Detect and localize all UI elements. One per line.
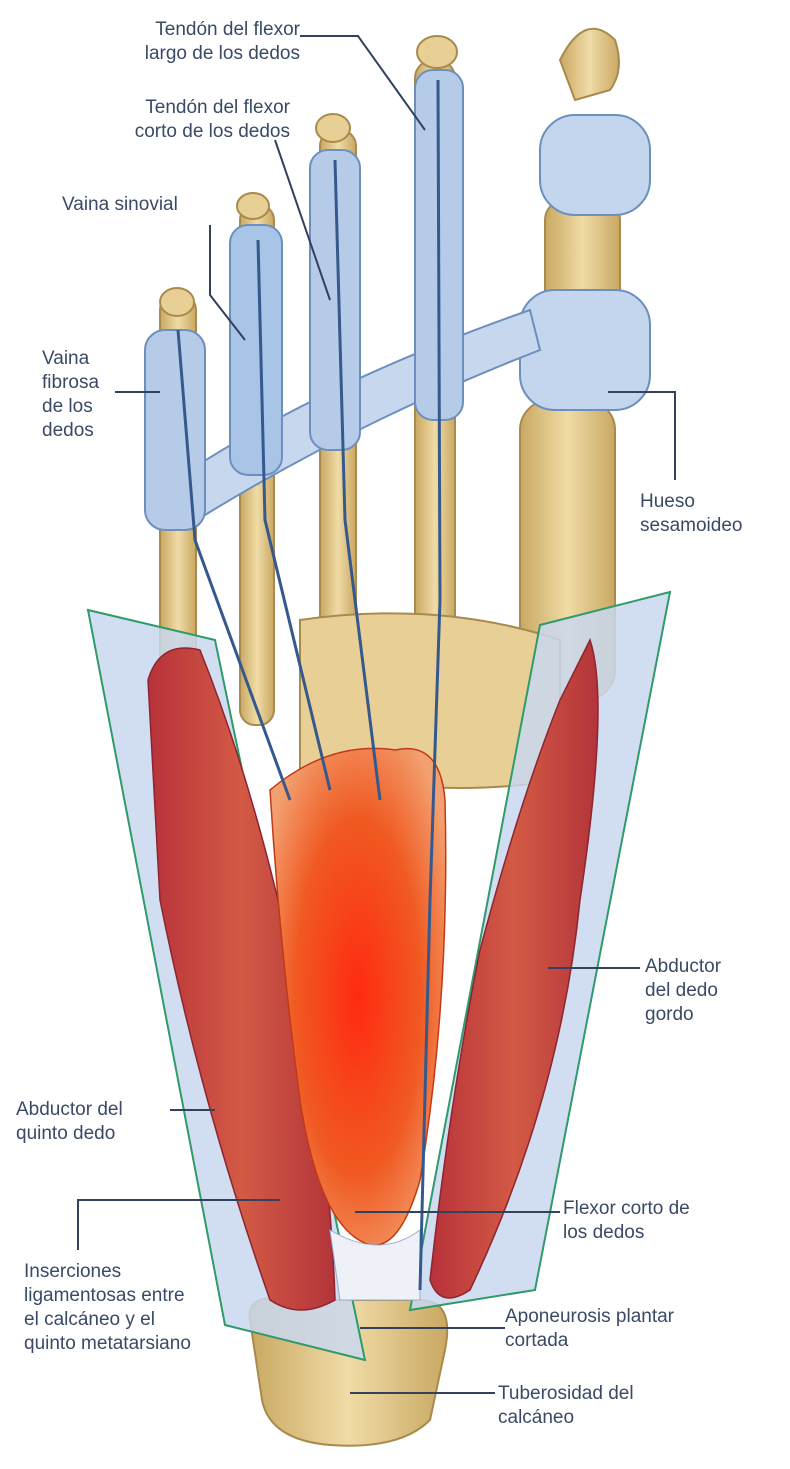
leader-sesamoideo: [608, 391, 676, 480]
long-flexor-tendons: [176, 79, 442, 1291]
abductor-dedo-gordo-muscle: [429, 638, 599, 1299]
label-vaina-fibrosa: Vaina fibrosa de los dedos: [42, 348, 100, 441]
toe3-sheath: [309, 149, 361, 451]
toe4-tip: [236, 192, 270, 220]
label-tendon-flexor-largo: Tendón del flexor largo de los dedos: [144, 19, 300, 64]
toe5-sheath: [144, 329, 206, 531]
leader-flexor-corto: [274, 139, 331, 301]
toe3-tip: [315, 113, 351, 143]
label-vaina-sinovial: Vaina sinovial: [62, 194, 178, 215]
leader-inserciones: [77, 1199, 280, 1250]
leader-vaina-sinovial: [209, 225, 246, 341]
toe2-tip: [416, 35, 458, 69]
tendon-toe2: [418, 79, 442, 1291]
tendon-sheaths: [144, 69, 651, 531]
label-tendon-flexor-corto: Tendón del flexor corto de los dedos: [134, 97, 290, 142]
label-flexor-corto: Flexor corto de los dedos: [563, 1198, 690, 1243]
label-hueso-sesamoideo: Hueso sesamoideo: [640, 491, 743, 536]
label-abductor-dedo-gordo: Abductor del dedo gordo: [645, 956, 722, 1025]
hallux-tip: [558, 27, 620, 102]
toe5-tip: [159, 287, 195, 317]
label-abductor-quinto-dedo: Abductor del quinto dedo: [16, 1099, 123, 1144]
tendon-toe3: [333, 159, 382, 801]
hallux-sheath: [539, 114, 651, 216]
toe4-sheath: [229, 224, 283, 476]
muscles: [147, 638, 599, 1311]
label-inserciones: Inserciones ligamentosas entre el calcán…: [24, 1261, 191, 1354]
tendon-toe5: [176, 329, 292, 801]
tendon-toe4: [256, 239, 332, 791]
flexor-corto-muscle: [269, 747, 447, 1246]
leader-lines: [77, 35, 676, 1394]
leader-flexor-largo: [300, 35, 426, 131]
label-tuberosidad: Tuberosidad del calcáneo: [498, 1383, 634, 1428]
label-aponeurosis: Aponeurosis plantar cortada: [505, 1306, 674, 1351]
